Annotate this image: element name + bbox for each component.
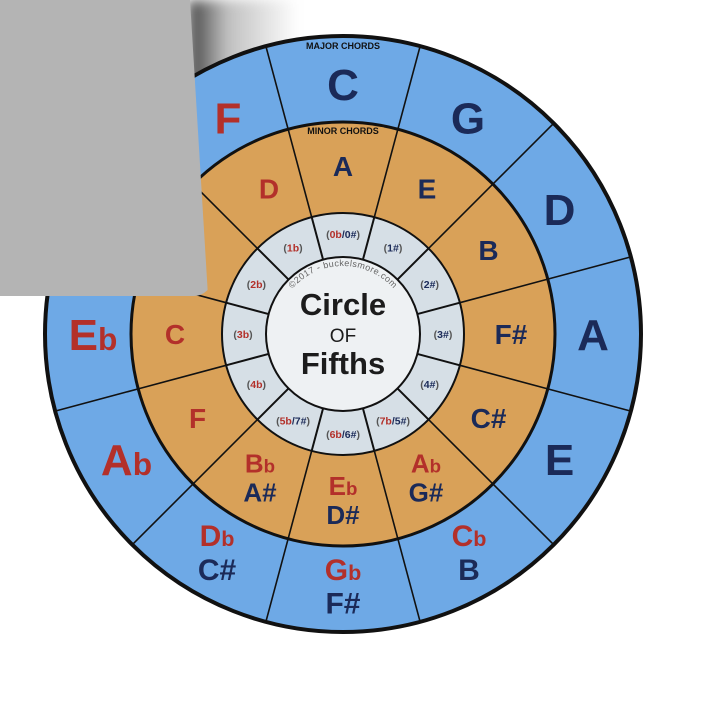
minor-chord-label: C	[165, 319, 185, 350]
segment-divider	[225, 301, 269, 316]
segment-divider	[310, 408, 325, 452]
segment-divider	[417, 301, 461, 316]
segment-divider	[396, 387, 430, 421]
major-chord-label: Db	[200, 520, 235, 553]
segment-divider	[138, 364, 227, 390]
title-circle: Circle	[300, 287, 386, 322]
segment-divider	[310, 216, 325, 260]
key-signature-label: (0b/0#)	[326, 229, 360, 241]
major-chord-label: F#	[325, 588, 360, 621]
segment-divider	[397, 45, 421, 130]
segment-divider	[396, 247, 430, 281]
segment-divider	[459, 278, 548, 304]
minor-chord-label: D	[259, 174, 279, 205]
gray-paper-overlay	[0, 0, 208, 296]
minor-chord-label: F	[189, 403, 206, 434]
segment-divider	[547, 256, 632, 280]
center-disc	[265, 256, 421, 412]
key-signature-label: (5b/7#)	[276, 416, 310, 428]
segment-divider	[459, 364, 548, 390]
minor-chord-label: G#	[409, 478, 444, 508]
segment-divider	[361, 216, 376, 260]
title-fifths: Fifths	[301, 346, 385, 381]
key-signature-label: (6b/6#)	[326, 429, 360, 441]
segment-divider	[287, 450, 313, 539]
segment-divider	[256, 247, 290, 281]
major-chords-header: MAJOR CHORDS	[306, 41, 380, 51]
key-signature-label: (2b)	[247, 279, 266, 291]
major-chord-label: B	[458, 554, 480, 587]
segment-divider	[373, 129, 399, 218]
segment-divider	[265, 538, 289, 623]
minor-chords-header: MINOR CHORDS	[307, 126, 379, 136]
major-chord-label: C	[327, 61, 359, 110]
segment-divider	[54, 388, 139, 412]
segment-divider	[225, 352, 269, 367]
major-chord-label: Eb	[69, 311, 118, 360]
segment-divider	[417, 352, 461, 367]
title-of: OF	[330, 326, 356, 347]
segment-divider	[287, 129, 313, 218]
segment-divider	[192, 183, 259, 250]
key-signature-label: (2#)	[420, 279, 439, 291]
segment-divider	[397, 538, 421, 623]
major-chord-label: Gb	[325, 554, 362, 587]
minor-chord-label: C#	[471, 403, 507, 434]
segment-divider	[373, 450, 399, 539]
segment-divider	[256, 387, 290, 421]
major-chord-label: D	[544, 186, 576, 235]
minor-chord-label: D#	[326, 500, 360, 530]
segment-divider	[192, 418, 259, 485]
segment-divider	[427, 418, 494, 485]
minor-chord-label: B	[478, 235, 498, 266]
segment-divider	[492, 122, 555, 185]
minor-chord-label: A#	[243, 478, 277, 508]
major-chord-label: Ab	[101, 436, 152, 485]
key-signature-label: (1#)	[384, 242, 403, 254]
major-chord-label: Cb	[452, 520, 487, 553]
segment-divider	[427, 183, 494, 250]
major-chord-label: E	[545, 436, 574, 485]
major-chord-label: A	[577, 311, 609, 360]
major-chord-label: F	[215, 94, 242, 143]
segment-divider	[361, 408, 376, 452]
key-signature-label: (3b)	[233, 329, 252, 341]
minor-chord-label: F#	[495, 319, 528, 350]
major-chord-label: C#	[198, 554, 237, 587]
key-signature-label: (4#)	[420, 379, 439, 391]
minor-chord-label: Bb	[245, 449, 275, 479]
key-signature-label: (7b/5#)	[376, 416, 410, 428]
minor-chord-label: E	[418, 174, 437, 205]
segment-divider	[265, 45, 289, 130]
segment-divider	[547, 388, 632, 412]
chord-labels: CGDAECbBGbF#DbC#AbEbFAEBF#C#AbG#EbD#BbA#…	[69, 61, 609, 621]
major-chord-label: G	[451, 94, 485, 143]
minor-chord-label: Eb	[329, 471, 358, 501]
segment-divider	[131, 483, 194, 546]
key-signature-label: (3#)	[434, 329, 453, 341]
minor-chord-label: Ab	[411, 449, 441, 479]
minor-chord-label: A	[333, 151, 353, 182]
segment-divider	[492, 483, 555, 546]
key-signature-label: (4b)	[247, 379, 266, 391]
key-signature-label: (1b)	[283, 242, 302, 254]
